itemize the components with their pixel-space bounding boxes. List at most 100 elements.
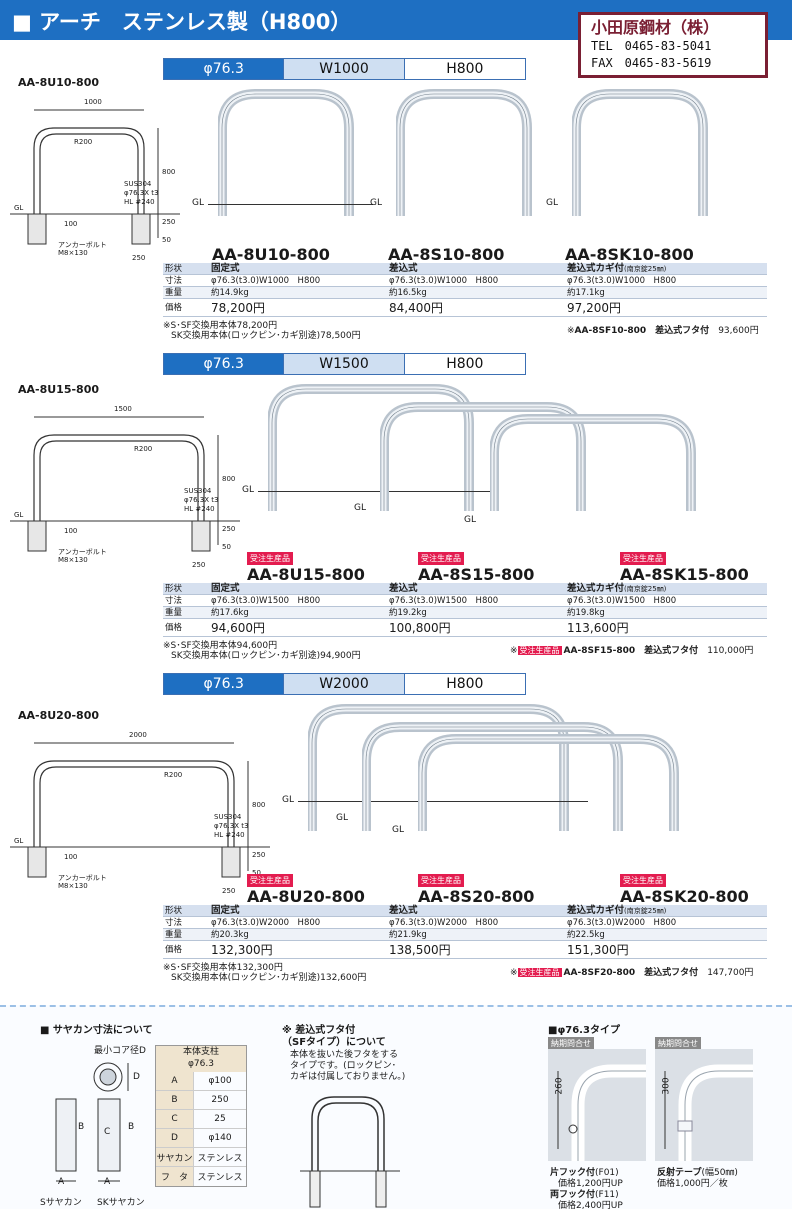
dim-d: D (133, 1072, 140, 1082)
row-header: 形状 (165, 264, 183, 274)
cell-value: 約16.5kg (389, 288, 427, 298)
table-head-1: 本体支柱 (182, 1047, 219, 1057)
cell-value: φ76.3(t3.0)W1500 H800 (567, 596, 677, 606)
made-to-order-badge: 受注生産品 (620, 874, 666, 887)
dim-a-right: A (104, 1177, 111, 1187)
cell-value: 78,200円 (211, 301, 265, 315)
cell-weight: 約22.5kg (567, 929, 605, 941)
cell-price: 84,400円 (389, 299, 443, 317)
diagram-depth: 250 (252, 851, 266, 859)
cell-value: 約17.6kg (211, 608, 249, 618)
row-header: 重量 (165, 930, 183, 940)
diagram-gl: GL (14, 837, 24, 845)
sf-desc-2: タイプです。(ロックピン･ (290, 1061, 397, 1071)
diagram-mat2: φ76.3X t3 (124, 189, 159, 197)
bottom-info: ■ サヤカン寸法について 最小コア径D D C B B A A Sサヤカン SK… (0, 1005, 792, 1209)
diagram-depth: 250 (162, 218, 176, 226)
cell-value: 97,200円 (567, 301, 621, 315)
made-to-order-badge: 受注生産品 (247, 874, 293, 887)
cell-type: 差込式 (389, 905, 418, 917)
sf-badge: 受注生産品 (517, 646, 562, 655)
model-name: AA-8U10-800 (212, 245, 330, 264)
diagram-depth3: 50 (252, 869, 261, 877)
diagram-mat3: HL #240 (214, 831, 245, 839)
sf-price: 93,600円 (718, 326, 759, 336)
model-name: AA-8S20-800 (418, 887, 535, 906)
replacement-note: SK交換用本体(ロックピン･カギ別途)94,900円 (171, 651, 361, 661)
cell-weight: 約20.3kg (211, 929, 249, 941)
table-head-2: φ76.3 (188, 1059, 214, 1069)
sf-model: AA-8SF15-800 (563, 646, 636, 656)
cell-size: φ76.3(t3.0)W2000 H800 (211, 917, 320, 929)
row-header: 価格 (165, 945, 183, 955)
cell-value: 約14.9kg (211, 288, 249, 298)
f11-name: 両フック付 (550, 1190, 596, 1200)
replacement-note: ※S･SF交換用本体94,600円 (163, 641, 278, 651)
row-header: 寸法 (165, 596, 183, 606)
cell-value: φ76.3(t3.0)W1000 H800 (389, 276, 499, 286)
sf-desc-3: カギは付属しておりません。) (290, 1072, 406, 1082)
company-name: 小田原鋼材（株） (591, 18, 720, 37)
made-to-order-badge: 受注生産品 (418, 874, 464, 887)
spec-cell: H800 (404, 59, 525, 79)
sf-title: ※ 差込式フタ付 (282, 1025, 356, 1036)
sayakan-value: 25 (214, 1114, 226, 1124)
model-name: AA-8SK20-800 (620, 887, 749, 906)
diagram-code: AA-8U10-800 (18, 76, 100, 89)
cell-price: 78,200円 (211, 299, 265, 317)
row-header: 重量 (165, 288, 183, 298)
arch-illustration (362, 722, 623, 831)
cell-weight: 約16.5kg (389, 287, 427, 299)
spec-cell: W1000 (284, 59, 405, 79)
cell-value: 固定式 (211, 583, 240, 594)
diagram-anchor1: アンカーボルト (58, 241, 107, 249)
cell-value: 94,600円 (211, 621, 265, 635)
sk-sayakan-label: SKサヤカン (97, 1198, 145, 1208)
sayakan-value: φ140 (208, 1133, 232, 1143)
cell-value: 約17.1kg (567, 288, 605, 298)
cell-value: 113,600円 (567, 621, 629, 635)
hook-diagram (548, 1049, 646, 1161)
arch-illustration (572, 89, 708, 216)
diagram-mat3: HL #240 (184, 505, 215, 513)
arch-dimension-diagram (10, 416, 240, 552)
cell-type: 差込式カギ付(南京錠25㎜) (567, 583, 666, 595)
core-label: 最小コア径D (94, 1046, 146, 1056)
spec-cell: φ76.3 (164, 59, 285, 79)
sayakan-value: ステンレス (197, 1173, 243, 1183)
sf-model: AA-8SF10-800 (574, 326, 647, 336)
gl-label: GL (336, 813, 348, 823)
f11-sub: (F11) (595, 1190, 619, 1200)
cell-value: 約22.5kg (567, 930, 605, 940)
sf-title-2: （SFタイプ）について (282, 1037, 386, 1048)
delivery-tag-1: 納期問合せ (548, 1037, 594, 1050)
cell-size: φ76.3(t3.0)W1500 H800 (211, 595, 320, 607)
cell-type: 差込式カギ付(南京錠25㎜) (567, 905, 666, 917)
spec-cell: W1500 (284, 354, 405, 374)
sf-prefix: ※ (567, 326, 575, 336)
cell-price: 94,600円 (211, 619, 265, 637)
cell-type: 固定式 (211, 263, 240, 275)
sf-note: ※AA-8SF10-800 差込式フタ付 93,600円 (567, 323, 759, 336)
cell-size: φ76.3(t3.0)W1000 H800 (211, 275, 320, 287)
cell-value: 差込式 (389, 583, 418, 594)
diagram-depth: 250 (222, 525, 236, 533)
f01-name: 片フック付 (550, 1168, 596, 1178)
gl-line (258, 491, 493, 492)
spec-cell: H800 (404, 354, 525, 374)
dim-300: 300 (661, 1077, 672, 1095)
diagram-mat1: SUS304 (184, 487, 212, 495)
diagram-depth3: 50 (162, 236, 171, 244)
diagram-h: 800 (222, 475, 236, 483)
sf-label: 差込式フタ付 (644, 968, 699, 978)
